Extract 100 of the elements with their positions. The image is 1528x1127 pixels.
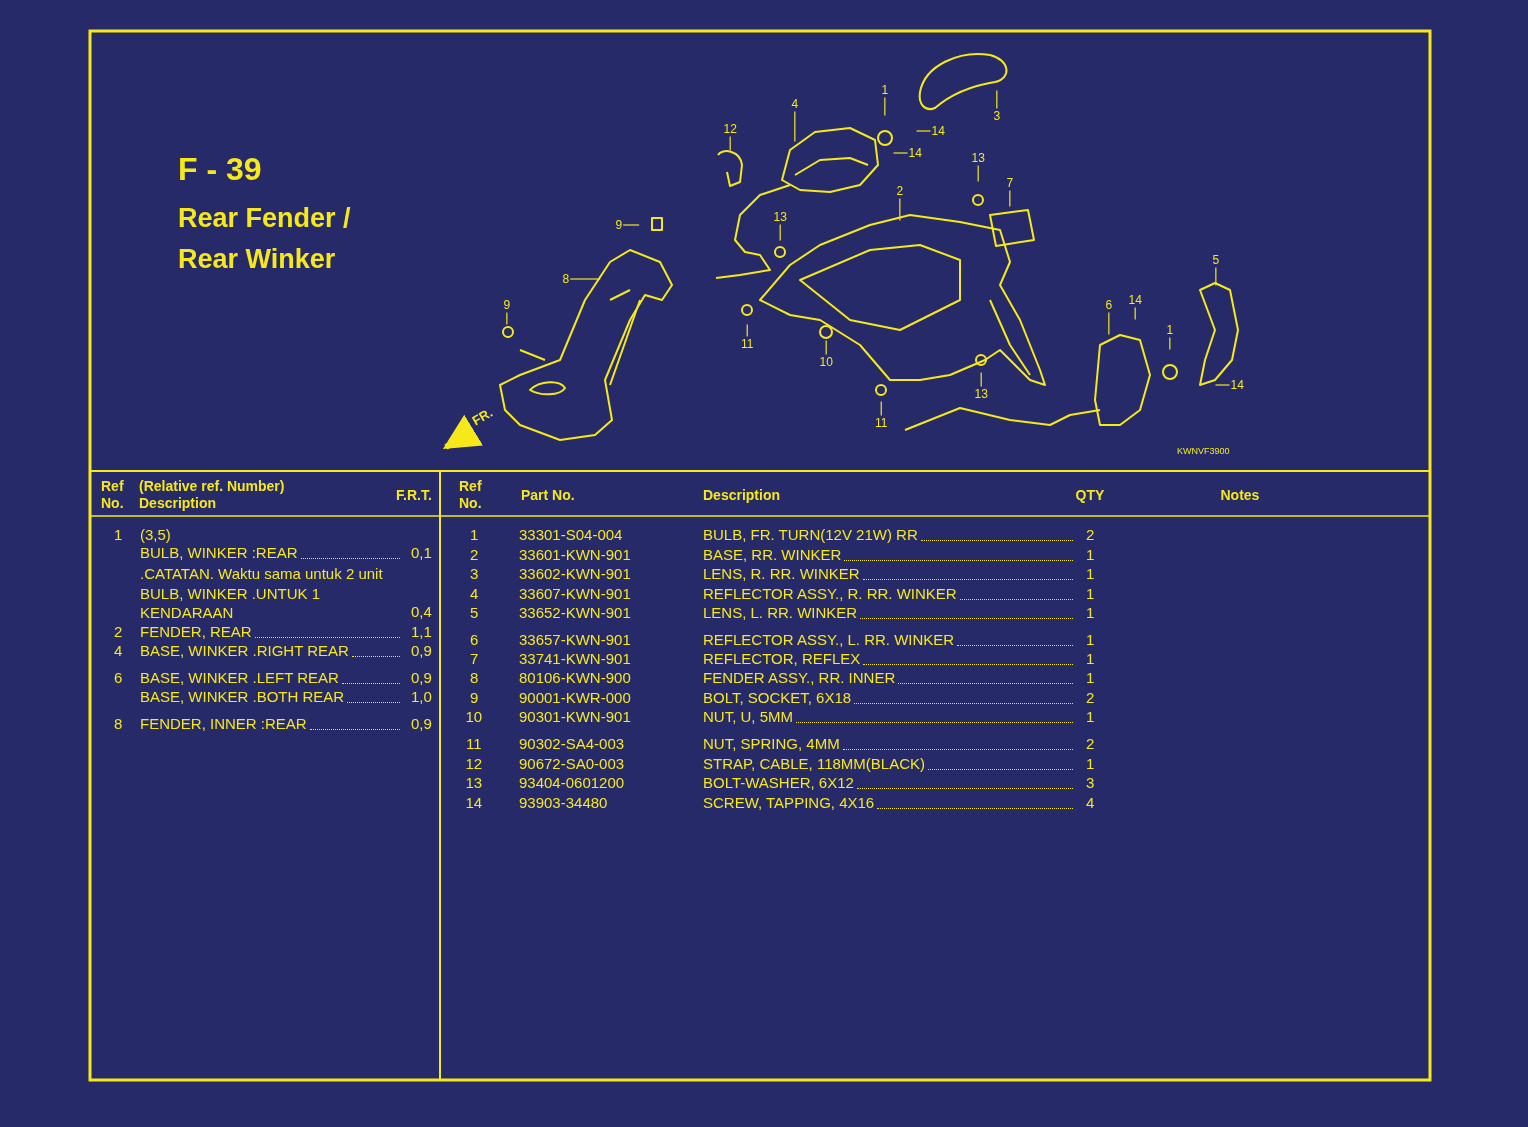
quantity: 1: [1086, 565, 1095, 583]
callout-number: 13: [773, 210, 787, 224]
part-number: 33607-KWN-901: [519, 585, 631, 603]
table-header: QTY: [1075, 486, 1105, 504]
part-description: BOLT, SOCKET, 6X18: [703, 689, 852, 707]
frt-value: 0,9: [411, 669, 432, 687]
callout-number: 14: [931, 124, 945, 138]
quantity: 1: [1086, 585, 1095, 603]
leader-line: [622, 224, 640, 226]
part-number: 33602-KWN-901: [519, 565, 631, 583]
callout-number: 13: [971, 151, 985, 165]
leader-line: [1169, 336, 1171, 351]
table-header: Notes: [1220, 486, 1260, 504]
part-description: (3,5): [140, 526, 171, 544]
part-number: 90672-SA0-003: [519, 755, 625, 773]
leader-line: [1108, 311, 1110, 336]
callout-number: 14: [908, 146, 922, 160]
part-description: .CATATAN. Waktu sama untuk 2 unit BULB, WINKER .UNTUK 1 KENDARAAN: [140, 564, 384, 623]
figure-title: F - 39: [178, 150, 262, 188]
quantity: 1: [1086, 604, 1095, 622]
quantity: 1: [1086, 546, 1095, 564]
ref-number: 14: [465, 794, 483, 812]
part-description: REFLECTOR, REFLEX: [703, 650, 861, 668]
part-number: 33601-KWN-901: [519, 546, 631, 564]
part-number: 90001-KWR-000: [519, 689, 631, 707]
leader-line: [1009, 189, 1011, 208]
callout-number: 3: [993, 109, 1001, 123]
frt-value: 1,0: [411, 688, 432, 706]
ref-number: 4: [114, 642, 123, 660]
quantity: 1: [1086, 650, 1095, 668]
ref-number: 13: [465, 774, 483, 792]
part-description: REFLECTOR ASSY., R. RR. WINKER: [703, 585, 957, 603]
leader-line: [1134, 306, 1136, 321]
callout-number: 2: [896, 184, 904, 198]
part-description: BULB, FR. TURN(12V 21W) RR: [703, 526, 918, 544]
callout-number: 11: [875, 416, 888, 430]
callout-number: 14: [1128, 293, 1142, 307]
quantity: 2: [1086, 526, 1095, 544]
ref-number: 5: [470, 604, 479, 622]
callout-number: 1: [881, 83, 889, 97]
leader-line: [506, 311, 508, 326]
table-header: Description: [703, 486, 780, 504]
part-number: 33652-KWN-901: [519, 604, 631, 622]
part-number: 90301-KWN-901: [519, 708, 631, 726]
callout-number: 1: [1166, 323, 1174, 337]
callout-number: 13: [974, 387, 988, 401]
part-description: BOLT-WASHER, 6X12: [703, 774, 854, 792]
part-number: 93404-0601200: [519, 774, 625, 792]
ref-number: 1: [114, 526, 123, 544]
part-description: STRAP, CABLE, 118MM(BLACK): [703, 755, 926, 773]
part-description: BASE, WINKER .BOTH REAR: [140, 688, 345, 706]
ref-number: 9: [470, 689, 479, 707]
leader-line: [729, 135, 731, 152]
leader-line: [1214, 384, 1231, 386]
quantity: 3: [1086, 774, 1095, 792]
frt-value: 1,1: [411, 623, 432, 641]
callout-number: 5: [1212, 253, 1220, 267]
part-number: 33301-S04-004: [519, 526, 623, 544]
leader-line: [569, 278, 601, 280]
part-description: LENS, R. RR. WINKER: [703, 565, 860, 583]
part-number: 33741-KWN-901: [519, 650, 631, 668]
part-description: FENDER, INNER :REAR: [140, 715, 307, 733]
section-title: Rear Fender / Rear Winker: [178, 202, 352, 276]
ref-number: 10: [465, 708, 483, 726]
part-description: BASE, WINKER .RIGHT REAR: [140, 642, 349, 660]
callout-number: 11: [741, 337, 754, 351]
leader-line: [779, 223, 781, 242]
direction-label: FR.: [468, 403, 497, 431]
leader-line: [996, 89, 998, 110]
leader-line: [825, 339, 827, 356]
ref-number: 4: [470, 585, 479, 603]
frt-value: 0,4: [411, 603, 432, 621]
leader-line: [892, 152, 909, 154]
part-number: 33657-KWN-901: [519, 631, 631, 649]
part-description: LENS, L. RR. WINKER: [703, 604, 858, 622]
ref-number: 8: [470, 669, 479, 687]
ref-number: 6: [470, 631, 479, 649]
leader-line: [915, 130, 932, 132]
part-number: 80106-KWN-900: [519, 669, 631, 687]
ref-number: 6: [114, 669, 123, 687]
leader-line: [899, 197, 901, 222]
leader-line: [884, 96, 886, 117]
part-description: NUT, SPRING, 4MM: [703, 735, 840, 753]
quantity: 2: [1086, 689, 1095, 707]
leader-line: [977, 164, 979, 183]
ref-number: 8: [114, 715, 123, 733]
callout-number: 4: [791, 97, 799, 111]
part-description: BASE, RR. WINKER: [703, 546, 842, 564]
frt-value: 0,9: [411, 715, 432, 733]
quantity: 1: [1086, 631, 1095, 649]
frt-value: 0,9: [411, 642, 432, 660]
leader-line: [880, 400, 882, 417]
leader-line: [980, 371, 982, 388]
ref-number: 7: [470, 650, 479, 668]
table-header: F.R.T.: [396, 486, 432, 504]
part-description: SCREW, TAPPING, 4X16: [703, 794, 875, 812]
leader-line: [1215, 266, 1217, 287]
ref-number: 12: [465, 755, 483, 773]
part-number: 90302-SA4-003: [519, 735, 625, 753]
frt-value: 0,1: [411, 544, 432, 562]
